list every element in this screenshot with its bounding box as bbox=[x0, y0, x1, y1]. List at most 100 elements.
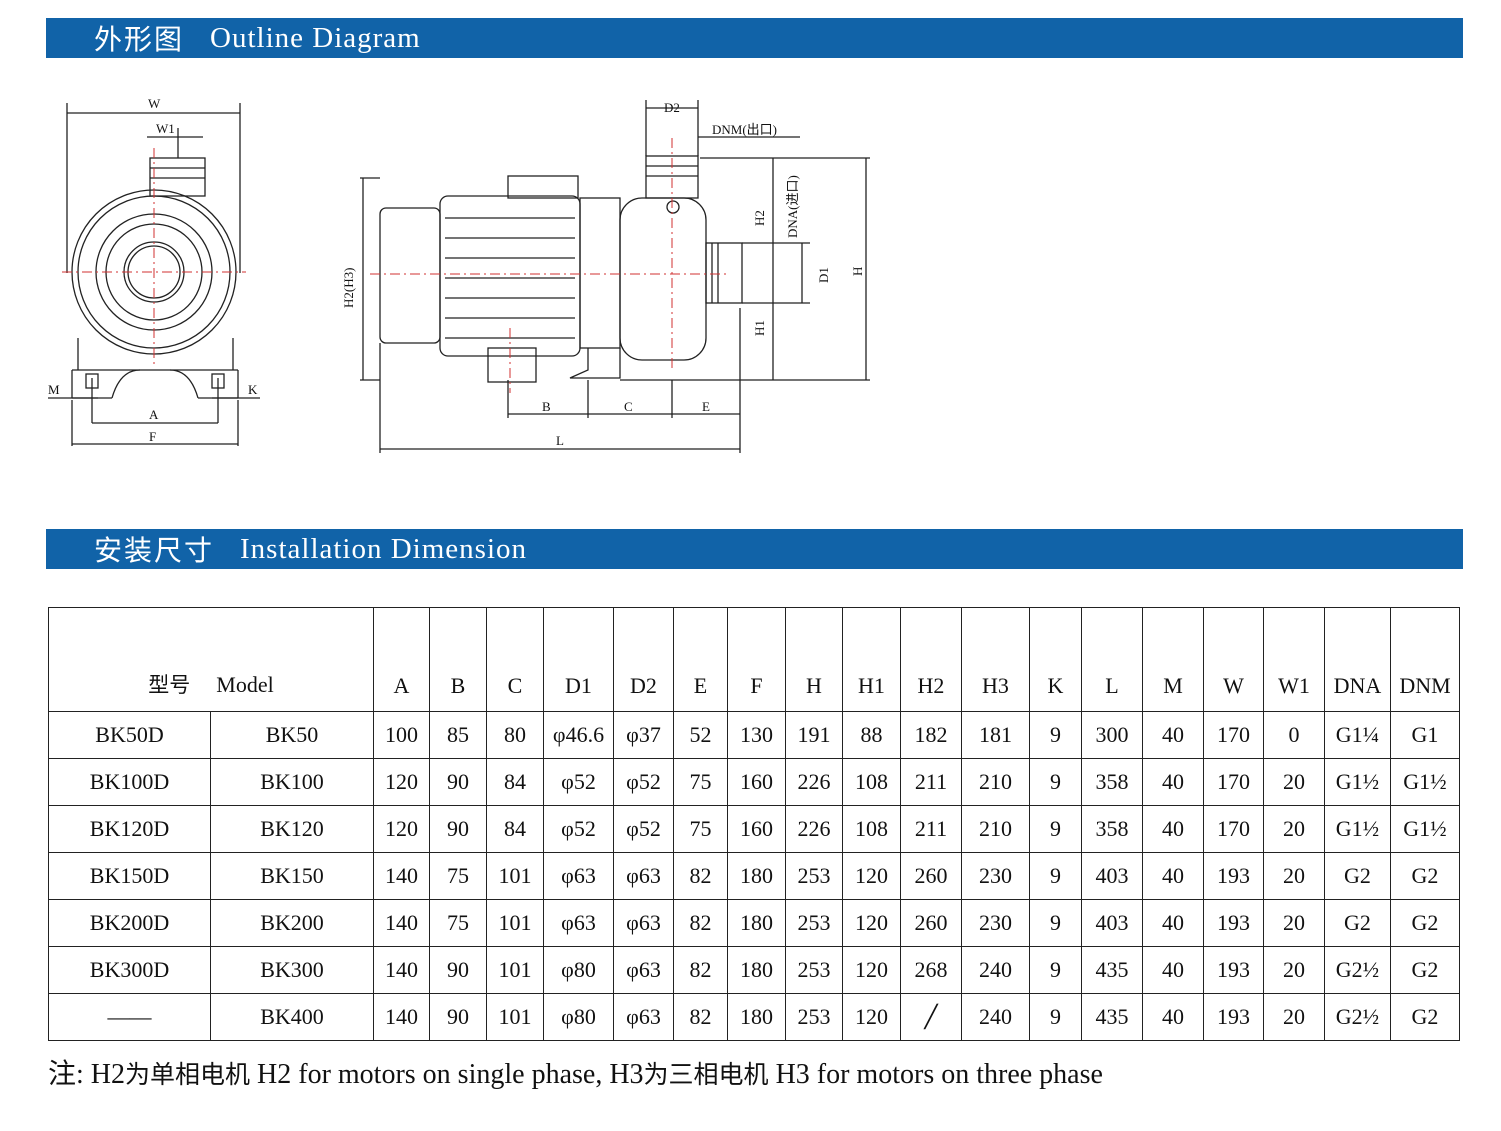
table-cell: 210 bbox=[961, 758, 1030, 806]
table-cell: 40 bbox=[1142, 805, 1204, 853]
column-header: D2 bbox=[613, 607, 674, 712]
table-cell: 260 bbox=[900, 899, 962, 947]
table-cell: 181 bbox=[961, 711, 1030, 759]
table-cell: 240 bbox=[961, 993, 1030, 1041]
table-cell: 268 bbox=[900, 946, 962, 994]
table-cell: 90 bbox=[429, 946, 487, 994]
table-cell: G1¼ bbox=[1324, 711, 1391, 759]
table-cell: 230 bbox=[961, 852, 1030, 900]
table-cell: 9 bbox=[1029, 711, 1082, 759]
table-cell: 120 bbox=[842, 852, 901, 900]
table-cell: 226 bbox=[785, 758, 843, 806]
table-cell: 9 bbox=[1029, 758, 1082, 806]
model-d-cell: —— bbox=[48, 993, 211, 1041]
table-cell: 101 bbox=[486, 852, 544, 900]
table-cell: G2 bbox=[1390, 899, 1460, 947]
note-en-1: H2 for motors on single phase, H3 bbox=[250, 1059, 644, 1090]
column-header: DNM bbox=[1390, 607, 1460, 712]
label-D1: D1 bbox=[816, 267, 831, 283]
table-cell: φ80 bbox=[543, 946, 614, 994]
label-W: W bbox=[148, 96, 161, 111]
table-cell: 9 bbox=[1029, 852, 1082, 900]
table-cell: 180 bbox=[727, 993, 786, 1041]
table-cell: 40 bbox=[1142, 899, 1204, 947]
table-cell: 40 bbox=[1142, 993, 1204, 1041]
table-cell: 230 bbox=[961, 899, 1030, 947]
table-cell: 358 bbox=[1081, 805, 1143, 853]
table-cell: 52 bbox=[673, 711, 728, 759]
table-cell: 40 bbox=[1142, 946, 1204, 994]
note-zh-2: 为三相电机 bbox=[643, 1060, 769, 1089]
table-cell: 108 bbox=[842, 805, 901, 853]
label-C: C bbox=[624, 399, 633, 414]
table-cell: 75 bbox=[429, 899, 487, 947]
table-cell: 253 bbox=[785, 993, 843, 1041]
label-H2: H2 bbox=[752, 210, 767, 226]
table-cell: 140 bbox=[373, 946, 430, 994]
table-cell: 140 bbox=[373, 993, 430, 1041]
table-cell: 193 bbox=[1203, 993, 1264, 1041]
label-H2H3: H2(H3) bbox=[341, 268, 356, 308]
table-cell: φ63 bbox=[613, 899, 674, 947]
table-cell: 84 bbox=[486, 805, 544, 853]
table-cell: 130 bbox=[727, 711, 786, 759]
table-cell: 211 bbox=[900, 805, 962, 853]
model-cell: BK400 bbox=[210, 993, 374, 1041]
model-cell: BK100 bbox=[210, 758, 374, 806]
table-cell: 253 bbox=[785, 852, 843, 900]
column-header: H2 bbox=[900, 607, 962, 712]
model-d-cell: BK100D bbox=[48, 758, 211, 806]
table-cell: 82 bbox=[673, 993, 728, 1041]
table-cell: 101 bbox=[486, 899, 544, 947]
table-cell: 40 bbox=[1142, 711, 1204, 759]
model-d-cell: BK50D bbox=[48, 711, 211, 759]
model-d-cell: BK120D bbox=[48, 805, 211, 853]
table-cell: 20 bbox=[1263, 805, 1325, 853]
column-header: M bbox=[1142, 607, 1204, 712]
table-cell: φ46.6 bbox=[543, 711, 614, 759]
table-cell: 101 bbox=[486, 946, 544, 994]
column-header: K bbox=[1029, 607, 1082, 712]
outline-diagram-banner: 外形图 Outline Diagram bbox=[46, 18, 1463, 58]
table-cell: 20 bbox=[1263, 946, 1325, 994]
table-cell: 82 bbox=[673, 899, 728, 947]
label-A: A bbox=[149, 407, 159, 422]
table-cell: 226 bbox=[785, 805, 843, 853]
table-cell: 120 bbox=[842, 899, 901, 947]
footnote: 注: H2为单相电机 H2 for motors on single phase… bbox=[48, 1052, 1103, 1092]
table-cell: 210 bbox=[961, 805, 1030, 853]
column-header: DNA bbox=[1324, 607, 1391, 712]
table-cell: 300 bbox=[1081, 711, 1143, 759]
model-header-en: Model bbox=[216, 672, 274, 697]
table-cell: 40 bbox=[1142, 852, 1204, 900]
table-cell: 403 bbox=[1081, 852, 1143, 900]
table-cell: 75 bbox=[673, 758, 728, 806]
column-header: B bbox=[429, 607, 487, 712]
model-d-cell: BK300D bbox=[48, 946, 211, 994]
model-header-zh: 型号 bbox=[148, 673, 191, 697]
column-header: A bbox=[373, 607, 430, 712]
table-cell: G2 bbox=[1390, 852, 1460, 900]
outline-title-en: Outline Diagram bbox=[210, 21, 421, 54]
table-cell: φ52 bbox=[613, 758, 674, 806]
table-cell: 90 bbox=[429, 758, 487, 806]
table-cell: 9 bbox=[1029, 946, 1082, 994]
table-cell: φ52 bbox=[543, 805, 614, 853]
table-cell: G1½ bbox=[1324, 805, 1391, 853]
table-cell: 20 bbox=[1263, 899, 1325, 947]
column-header: H bbox=[785, 607, 843, 712]
table-cell: φ52 bbox=[543, 758, 614, 806]
table-cell: G1½ bbox=[1390, 805, 1460, 853]
table-cell: 435 bbox=[1081, 993, 1143, 1041]
model-d-cell: BK200D bbox=[48, 899, 211, 947]
note-prefix: 注: H2 bbox=[48, 1059, 126, 1090]
model-cell: BK120 bbox=[210, 805, 374, 853]
model-header: 型号 Model bbox=[48, 607, 374, 712]
column-header: E bbox=[673, 607, 728, 712]
table-cell: 191 bbox=[785, 711, 843, 759]
table-cell: φ63 bbox=[543, 899, 614, 947]
column-header: L bbox=[1081, 607, 1143, 712]
